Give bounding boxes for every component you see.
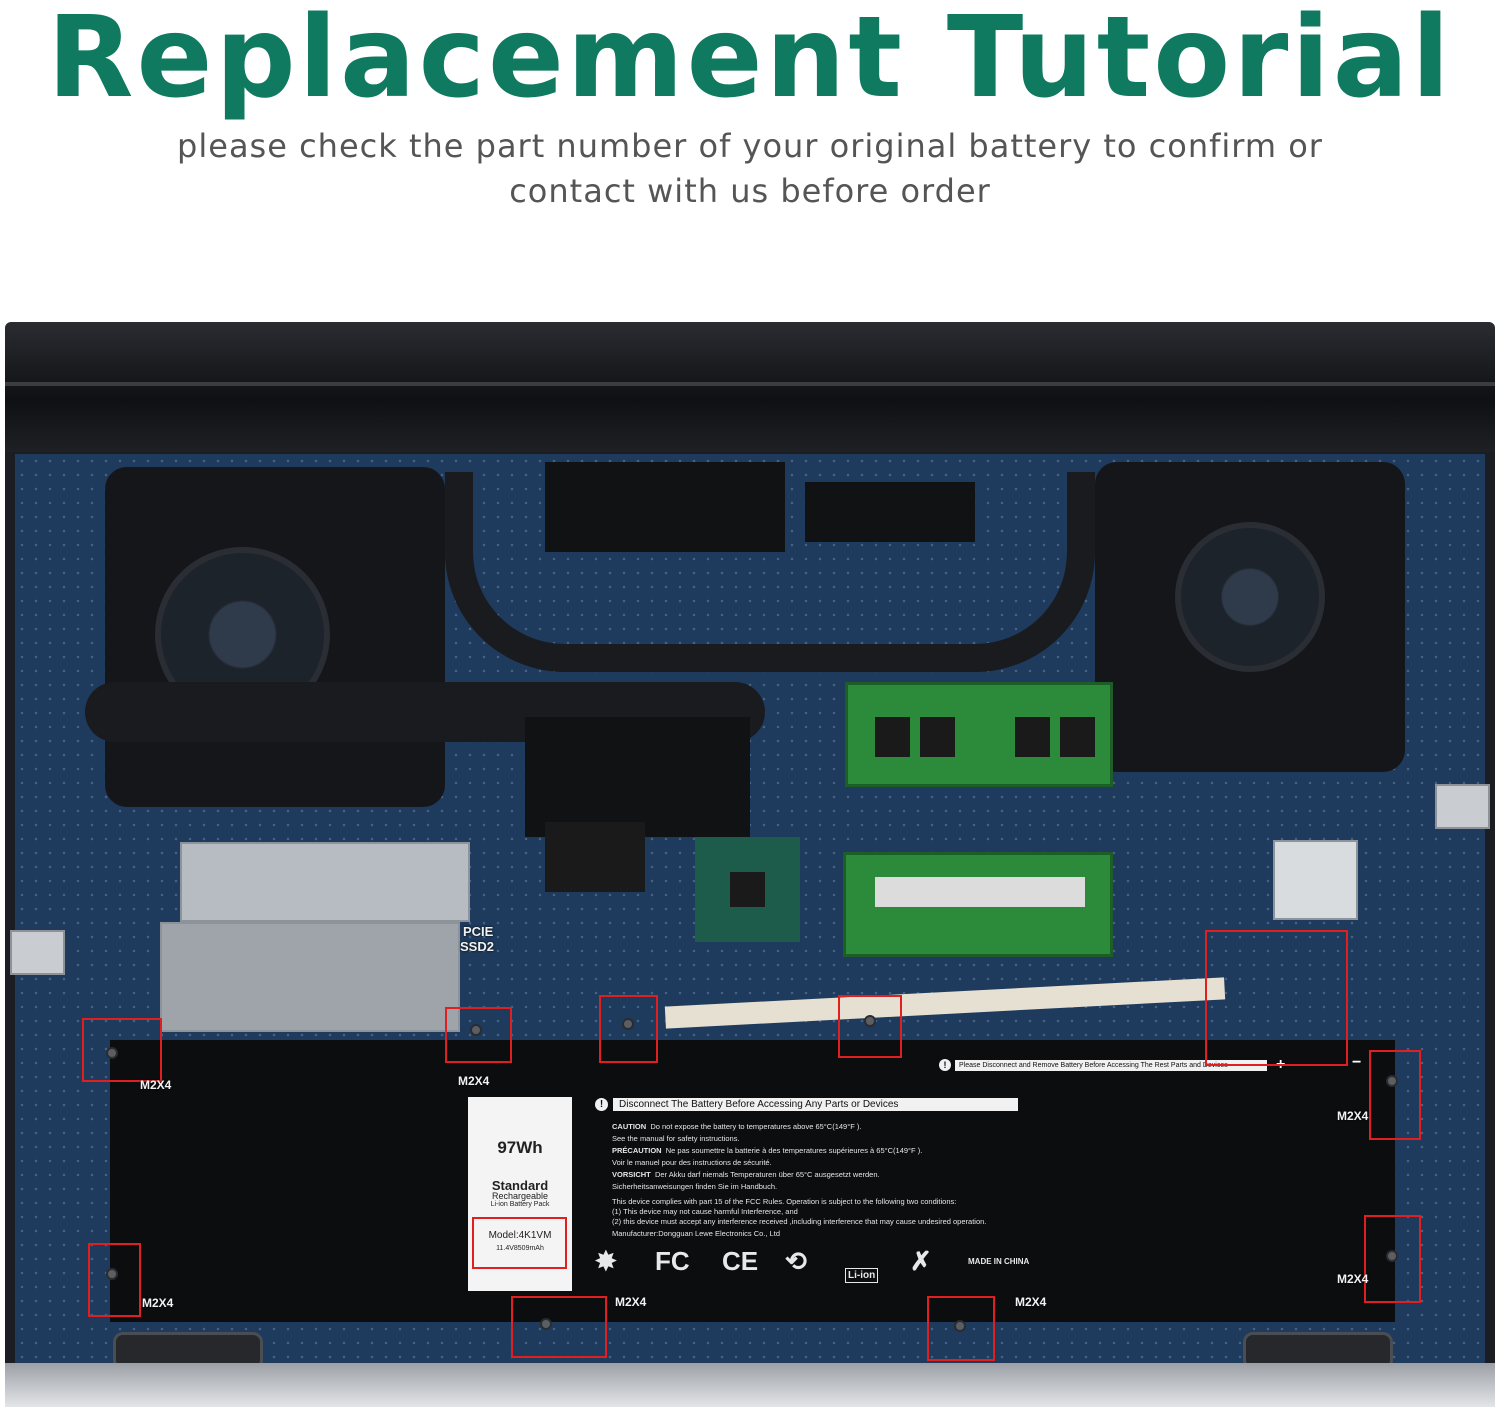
- vorsicht-text: Der Akku darf niemals Temperaturen über …: [654, 1170, 880, 1179]
- screw-box-8: [511, 1296, 607, 1358]
- wifi-card: [1273, 840, 1358, 920]
- screw-2: [470, 1024, 482, 1036]
- battery-pack-type: Li-ion Battery Pack: [490, 1201, 550, 1208]
- screw-1: [106, 1047, 118, 1059]
- warning-icon: !: [939, 1059, 951, 1071]
- ssd-shield: [180, 842, 470, 922]
- screw-box-6: [88, 1243, 141, 1317]
- li-ion-mark: Li-ion: [845, 1268, 879, 1283]
- screw-label-8: M2X4: [615, 1295, 647, 1309]
- screw-box-2: [445, 1007, 512, 1063]
- flame-icon: ✸: [595, 1246, 617, 1276]
- screw-label-1: M2X4: [140, 1078, 172, 1092]
- fc-mark: FC: [655, 1246, 690, 1276]
- subtitle-line-2: contact with us before order: [509, 172, 991, 210]
- screw-9: [954, 1320, 966, 1332]
- ram-chip: [875, 717, 910, 757]
- gpu-heatsink: [545, 462, 785, 552]
- ssd2-label: SSD2: [460, 939, 494, 954]
- screw-box-3: [599, 995, 658, 1063]
- vorsicht-label: VORSICHT: [612, 1170, 651, 1179]
- ram-chip: [920, 717, 955, 757]
- battery-rating: 11.4V⁢8509mAh: [496, 1245, 544, 1252]
- caution-text: Do not expose the battery to temperature…: [650, 1122, 862, 1131]
- ram-chip: [1015, 717, 1050, 757]
- screw-box-5: [1369, 1050, 1421, 1140]
- recycle-icon: ⟲: [785, 1246, 807, 1276]
- precaution-text: Ne pas soumettre la batterie à des tempe…: [665, 1146, 923, 1155]
- fcc-line-1: This device complies with part 15 of the…: [612, 1197, 957, 1206]
- battery-capacity: 97Wh: [497, 1138, 543, 1157]
- usb-port-left: [10, 930, 65, 975]
- screw-box-4: [838, 995, 902, 1058]
- laptop-hinge: [5, 322, 1495, 452]
- usb-port-right: [1435, 784, 1490, 829]
- warning-icon: !: [595, 1098, 608, 1111]
- battery-model: Model:4K1VM: [488, 1230, 552, 1241]
- precaution-label: PRÉCAUTION: [612, 1146, 662, 1155]
- ram-label-sticker: [875, 877, 1085, 907]
- battery-pack: [110, 1040, 1395, 1322]
- screw-3: [622, 1018, 634, 1030]
- page-subtitle: please check the part number of your ori…: [150, 124, 1350, 214]
- manufacturer: Manufacturer:Dongguan Lewe Electronics C…: [612, 1229, 781, 1238]
- screw-8: [540, 1318, 552, 1330]
- battery-standard: Standard: [491, 1178, 549, 1193]
- screw-label-6: M2X4: [142, 1296, 174, 1310]
- heatsink-block: [525, 717, 750, 837]
- screw-box-1: [82, 1018, 162, 1082]
- laptop-base-edge: [5, 1363, 1495, 1407]
- screw-label-9: M2X4: [1015, 1295, 1047, 1309]
- chipset-die: [730, 872, 765, 907]
- warning-top: Please Disconnect and Remove Battery Bef…: [955, 1060, 1267, 1071]
- screw-label-7: M2X4: [1337, 1272, 1369, 1286]
- screw-label-2: M2X4: [458, 1074, 490, 1088]
- battery-label: [468, 1097, 572, 1291]
- precaution-text-2: Voir le manuel pour des instructions de …: [612, 1158, 772, 1167]
- caution-label: CAUTION: [612, 1122, 647, 1131]
- screw-5: [1386, 1075, 1398, 1087]
- ram-chip: [1060, 717, 1095, 757]
- screw-7: [1386, 1250, 1398, 1262]
- model-highlight-box: [472, 1217, 567, 1269]
- screw-6: [106, 1268, 118, 1280]
- subtitle-line-1: please check the part number of your ori…: [177, 127, 1323, 165]
- terminal-minus: −: [1352, 1054, 1362, 1071]
- fcc-line-3: (2) this device must accept any interfer…: [612, 1217, 987, 1226]
- page-title: Replacement Tutorial: [47, 0, 1453, 123]
- ce-mark: CE: [722, 1246, 759, 1276]
- right-fan-blades: [1175, 522, 1325, 672]
- screw-box-7: [1364, 1215, 1421, 1303]
- screw-box-9: [927, 1296, 995, 1361]
- fcc-line-2: (1) This device may not cause harmful In…: [612, 1207, 798, 1216]
- screw-4: [864, 1015, 876, 1027]
- screw-label-5: M2X4: [1337, 1109, 1369, 1123]
- weee-bin-icon: ✗: [910, 1246, 932, 1276]
- ssd-bracket: [160, 922, 460, 1032]
- warning-main: Disconnect The Battery Before Accessing …: [613, 1098, 1018, 1111]
- battery-safety-text: CAUTION Do not expose the battery to tem…: [612, 1121, 1032, 1240]
- pcie-label: PCIE: [463, 924, 494, 939]
- made-in-china: MADE IN CHINA: [968, 1257, 1030, 1266]
- cpu-heatsink: [805, 482, 975, 542]
- vorsicht-text-2: Sicherheitsanweisungen finden Sie im Han…: [612, 1182, 778, 1191]
- caution-text-2: See the manual for safety instructions.: [612, 1134, 740, 1143]
- graphics-connector: [545, 822, 645, 892]
- battery-rechargeable: Rechargeable: [491, 1191, 549, 1201]
- battery-connector-highlight: [1205, 930, 1348, 1066]
